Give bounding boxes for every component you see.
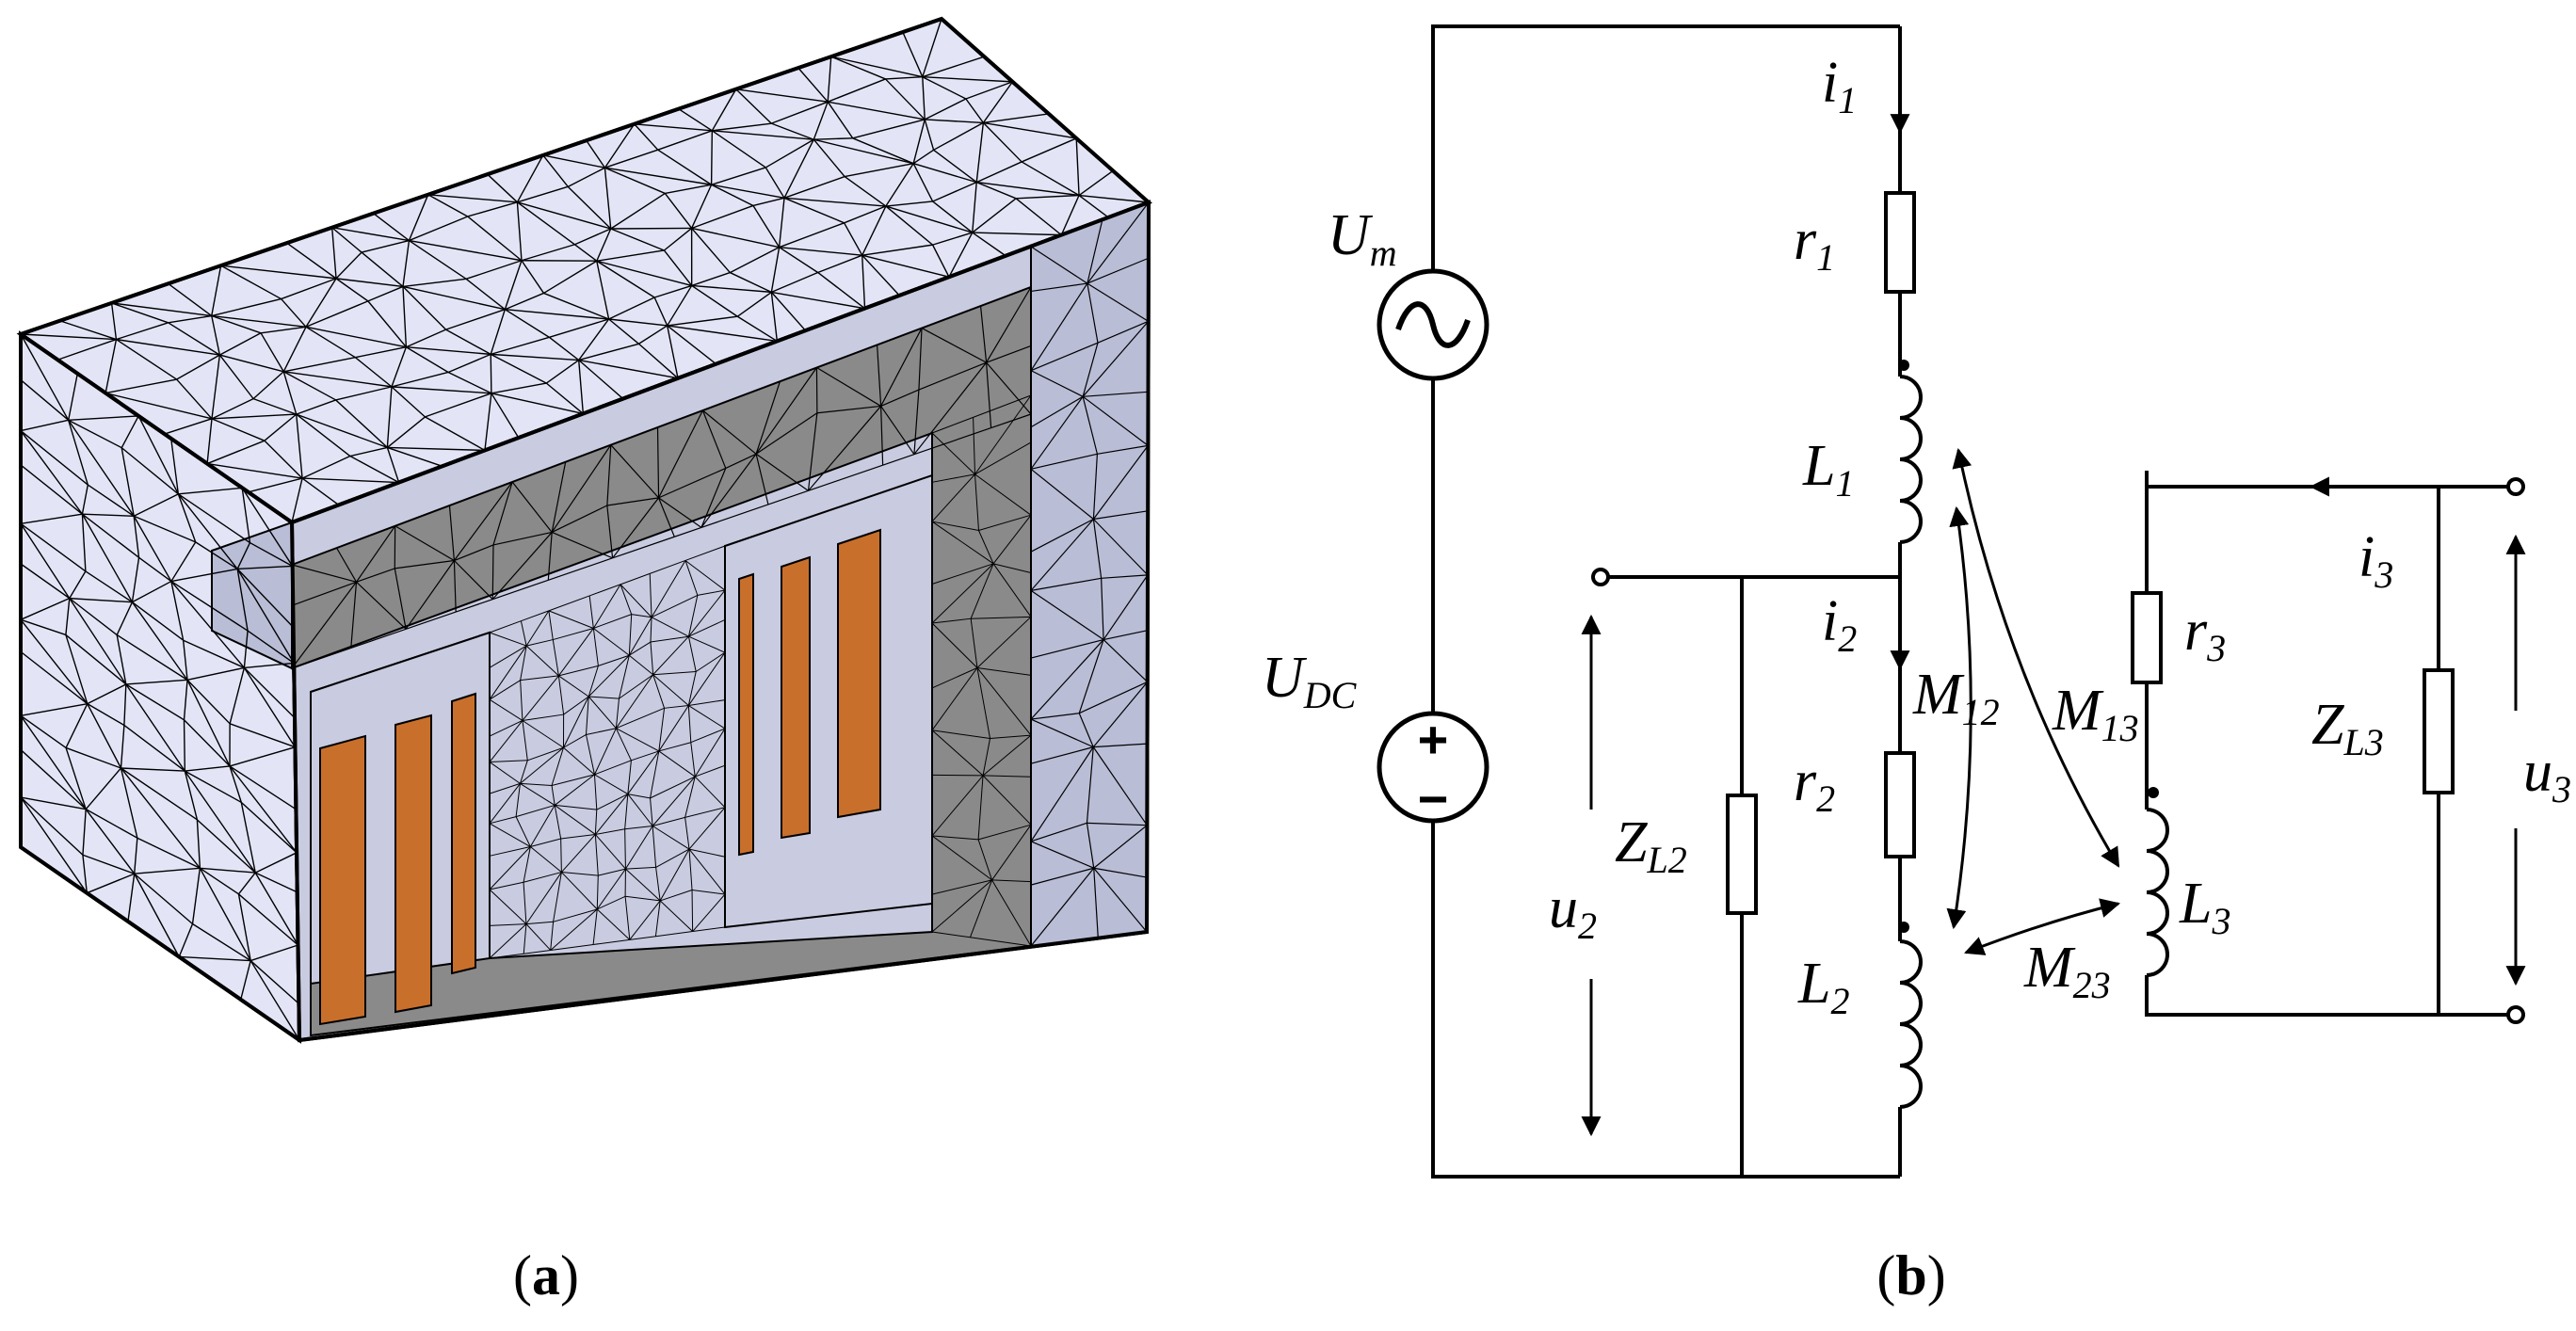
label-r2: r2 [1794,749,1835,820]
label-ZL3: ZL3 [2311,693,2384,763]
label-Um: Um [1328,203,1397,274]
label-M13: M13 [2052,679,2139,749]
middle-window [724,473,933,929]
dc-plus: + [1418,710,1449,769]
label-M23: M23 [2023,936,2111,1006]
r1-resistor [1884,191,1916,294]
r2-resistor [1884,751,1916,858]
u3-terminal-bottom [2506,1005,2525,1024]
label-i3: i3 [2359,525,2393,596]
outer-left-wire [1431,24,1900,1179]
label-L1: L1 [1802,434,1854,505]
label-r3: r3 [2184,599,2226,669]
label-i2: i2 [1822,589,1857,660]
label-M12: M12 [1912,663,2000,733]
dc-minus: − [1418,769,1449,828]
L3-inductor [2146,808,2169,977]
box-front-edge [290,521,301,1041]
L2-dot [1898,922,1909,933]
u3-terminal-top [2506,477,2525,496]
coil-left-2 [394,714,432,1014]
L2-inductor [1899,939,1923,1109]
caption-a: (a) [513,1244,579,1307]
coil-right-3 [837,528,881,819]
label-r1: r1 [1794,208,1835,279]
coil-right-2 [781,555,811,840]
ac-source-wave-icon [1395,301,1471,348]
box-right-frame [1030,200,1151,948]
r3-resistor [2131,591,2163,684]
dc-source [1377,711,1489,824]
label-i1: i1 [1822,51,1857,121]
panel-a-mesh-model [16,16,1152,1044]
coil-right-1 [738,572,754,857]
u2-terminal [1591,568,1610,586]
label-u3: u3 [2523,740,2571,810]
wire-u3-bottom [2145,975,2509,1017]
panel-b-circuit: + − Um UDC i1 i2 i3 r1 [1262,24,2571,1179]
coil-left-3 [451,692,476,975]
L3-dot [2148,787,2159,798]
caption-b: (b) [1876,1244,1945,1307]
M13-arrow [1952,447,2120,868]
label-L3: L3 [2179,872,2230,942]
coil-left-1 [319,734,366,1026]
label-u2: u2 [1549,876,1597,947]
label-ZL2: ZL2 [1615,810,1687,881]
L1-dot [1898,360,1909,371]
ZL3-impedance [2423,668,2455,794]
L1-inductor [1899,375,1923,544]
label-Udc: UDC [1262,646,1358,716]
label-L2: L2 [1797,952,1849,1022]
M23-arrow [1964,898,2121,955]
ZL2-impedance [1726,794,1758,915]
